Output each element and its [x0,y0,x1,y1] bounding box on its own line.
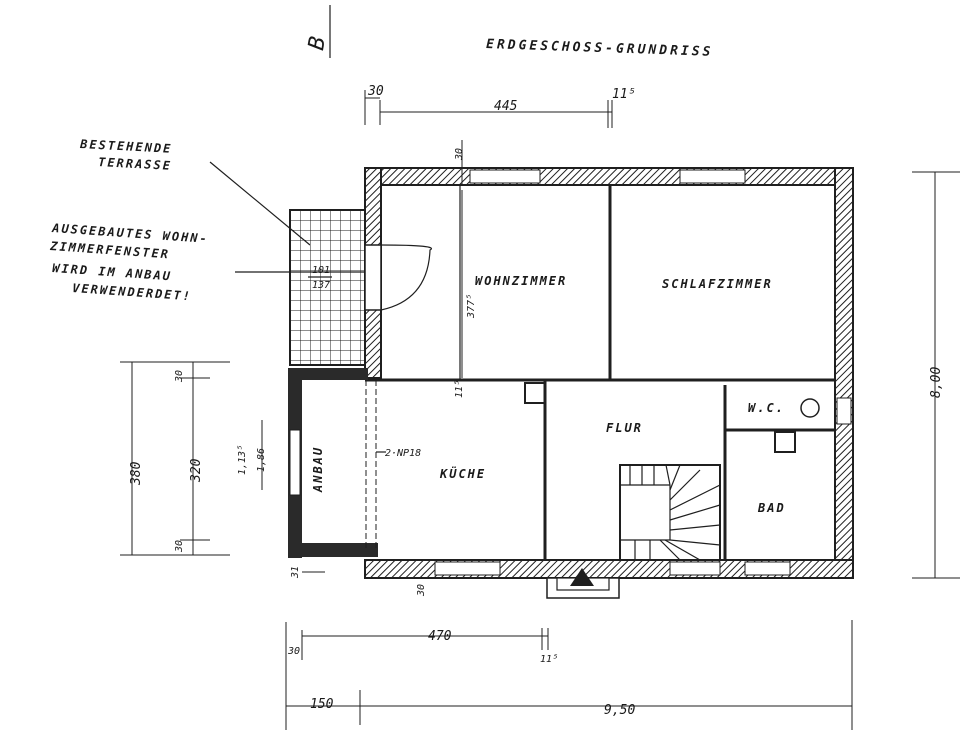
window-top-1 [469,169,541,184]
dim-left-30-top: 30 [174,370,185,383]
window-size-a: 101 [312,265,330,276]
window-bottom-1 [434,561,501,576]
chimney-1 [524,382,546,404]
note-terrasse-1: BESTEHENDE [79,137,173,156]
extension-wall-bottom [288,543,378,557]
terrace-door-frame [364,244,382,311]
chimney-2 [774,431,796,453]
dim-bottom-31: 31 [290,566,301,579]
dim-bottom-115: 11⁵ [540,654,558,665]
dimension-top [364,90,613,128]
dim-377: 377⁵ [466,294,477,319]
window-size-b: 137 [312,280,330,291]
room-label-bad: BAD [757,501,786,515]
door-swing-arc [380,244,433,311]
dim-top-30: 30 [367,84,384,99]
note-fenster-3: WIRD IM ANBAU [52,261,173,283]
dimension-left [120,361,263,556]
window-top-2 [679,169,746,184]
dim-top-115: 11⁵ [612,87,635,102]
note-fenster-4: VERWENDERDET! [72,281,193,303]
plan-title: ERDGESCHOSS-GRUNDRISS [486,37,714,60]
extension-wall-top [288,368,368,380]
dim-top-445: 445 [494,99,518,114]
room-label-anbau: ANBAU [311,446,325,493]
note-terrasse-2: TERRASSE [98,155,172,173]
window-bottom-3 [744,561,791,576]
dim-wall-30-top: 30 [454,148,465,161]
dim-bottom-30b: 30 [287,646,300,657]
wc-toilet-icon [800,398,820,418]
room-label-schlafzimmer: SCHLAFZIMMER [662,277,773,291]
dimension-right [912,171,960,579]
dim-bottom-150: 150 [310,697,334,712]
dim-bottom-470: 470 [428,629,452,644]
staircase [619,464,721,561]
dim-left-sill-a: 1,13⁵ [237,445,248,475]
room-label-wc: W.C. [748,401,785,415]
room-label-kueche: KÜCHE [439,466,486,481]
note-fenster-2: ZIMMERFENSTER [49,239,171,261]
extension-window [289,429,301,496]
window-right-wc [836,397,852,425]
outer-wall-top [364,167,854,186]
dim-left-sill-b: 1,86 [256,448,267,472]
corner-mark: B [304,35,331,52]
note-beam: 2·NP18 [385,448,421,459]
dim-bottom-950: 9,50 [604,703,635,718]
room-label-flur: FLUR [606,421,643,435]
window-bottom-2 [669,561,721,576]
dim-left-320: 320 [189,458,204,483]
room-label-wohnzimmer: WOHNZIMMER [475,274,567,288]
leader-terrasse [209,161,311,246]
dimension-bottom [285,620,853,730]
outer-wall-right [834,167,854,579]
dim-inner-11: 11⁵ [454,380,465,398]
dim-left-380: 380 [129,461,144,486]
dim-bottom-30: 30 [416,584,427,597]
dim-right-800: 8,00 [929,367,944,398]
entrance-arrow-icon [570,568,594,586]
dim-left-30-bottom: 30 [174,540,185,553]
